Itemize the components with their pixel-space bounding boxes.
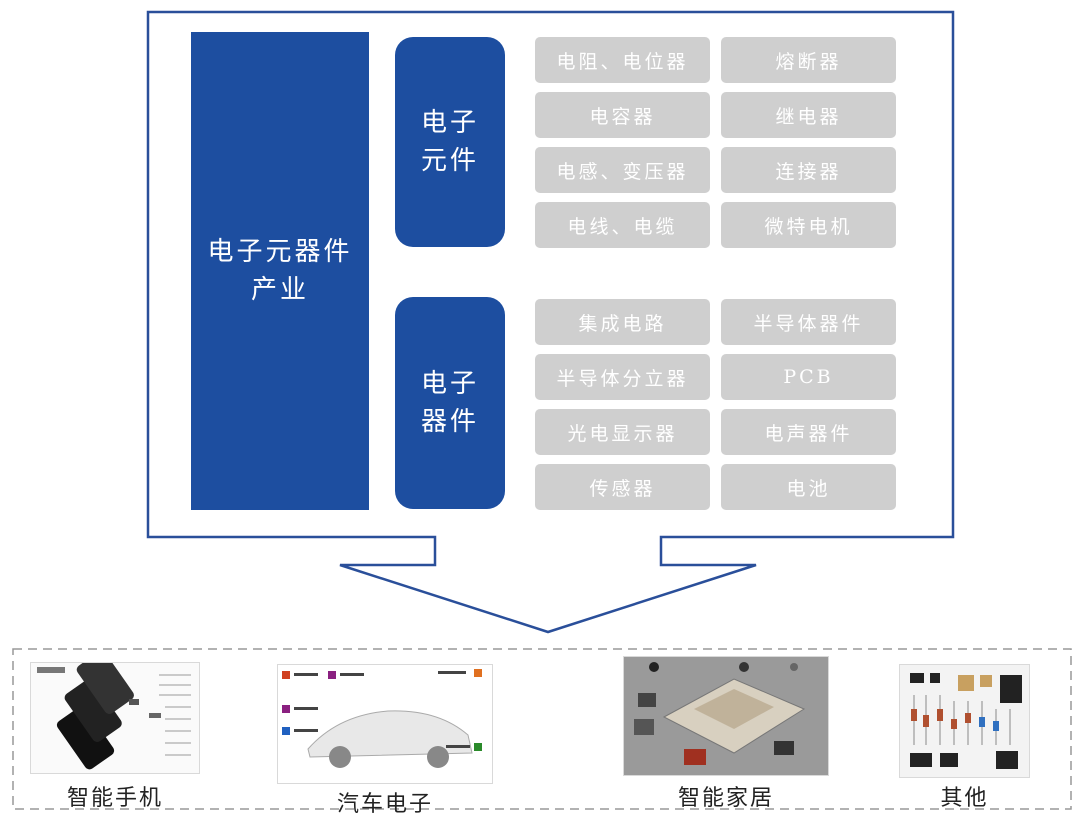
components-group-block: 电子 元件 — [395, 37, 505, 247]
other-components-image — [899, 664, 1030, 778]
components-label-line1: 电子 — [420, 108, 479, 138]
devices-label-line2: 器件 — [420, 407, 479, 437]
components-label-line2: 元件 — [420, 146, 479, 176]
component-item: 继电器 — [721, 92, 896, 138]
device-item: 传感器 — [535, 464, 710, 510]
app-label-other: 其他 — [940, 786, 989, 811]
device-item: 半导体器件 — [721, 299, 896, 345]
device-item: 电声器件 — [721, 409, 896, 455]
electronic-components-icon — [910, 673, 1022, 769]
device-item: 光电显示器 — [535, 409, 710, 455]
component-item: 电感、变压器 — [535, 147, 710, 193]
component-item: 电线、电缆 — [535, 202, 710, 248]
phone-parts-icon — [37, 663, 191, 770]
smartphone-image — [30, 662, 200, 774]
device-item: 集成电路 — [535, 299, 710, 345]
devices-label-line1: 电子 — [420, 369, 479, 399]
device-item: PCB — [721, 354, 896, 400]
component-item: 电容器 — [535, 92, 710, 138]
automotive-electronics-image — [277, 664, 493, 784]
component-item: 熔断器 — [721, 37, 896, 83]
industry-label-line1: 电子元器件 — [207, 237, 353, 267]
car-electronics-icon — [282, 669, 482, 768]
industry-block: 电子元器件 产业 — [191, 32, 369, 510]
device-item: 电池 — [721, 464, 896, 510]
component-item: 连接器 — [721, 147, 896, 193]
smart-home-image — [623, 656, 829, 776]
app-label-smart-home: 智能家居 — [677, 786, 774, 811]
device-item: 半导体分立器 — [535, 354, 710, 400]
component-item: 微特电机 — [721, 202, 896, 248]
applications-box — [12, 648, 1072, 810]
app-label-automotive: 汽车电子 — [336, 792, 433, 817]
component-item: 电阻、电位器 — [535, 37, 710, 83]
smart-home-floorplan-icon — [634, 662, 806, 765]
devices-group-block: 电子 器件 — [395, 297, 505, 509]
industry-label-line2: 产业 — [250, 275, 309, 305]
app-label-smartphone: 智能手机 — [66, 786, 163, 811]
